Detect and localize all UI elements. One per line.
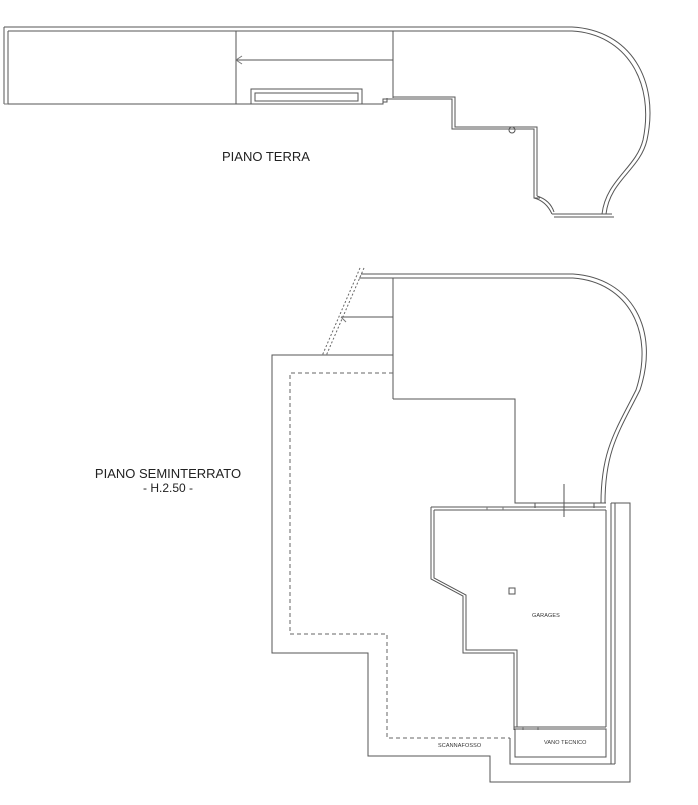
room-label-vano-tecnico: VANO TECNICO: [544, 740, 587, 746]
room-label-garages: GARAGES: [532, 613, 560, 619]
ground-floor-title: PIANO TERRA: [222, 149, 310, 164]
ground-floor-plan: [3, 26, 651, 218]
basement-height-label: - H.2.50 -: [142, 481, 193, 495]
basement-plan: [271, 267, 647, 783]
basement-title: PIANO SEMINTERRATO - H.2.50 -: [78, 466, 258, 495]
basement-title-text: PIANO SEMINTERRATO: [94, 466, 242, 481]
room-label-scannafosso: SCANNAFOSSO: [438, 743, 482, 749]
